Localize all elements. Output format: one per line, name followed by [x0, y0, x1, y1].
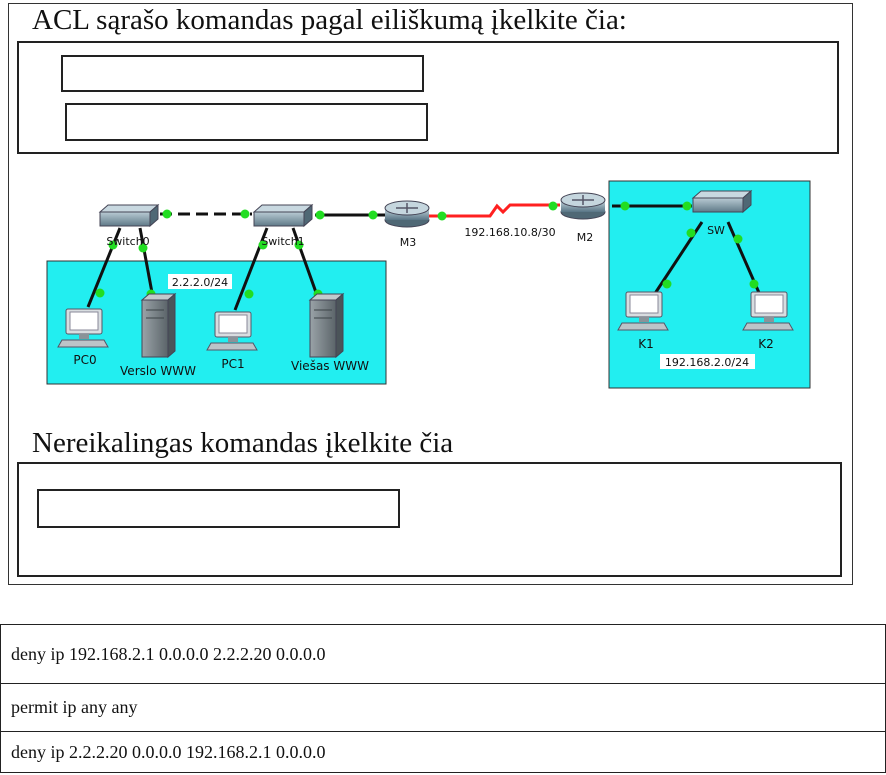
server-verslo-label: Verslo WWW: [120, 364, 196, 378]
right-lan-label-bg: [660, 354, 755, 369]
router-m2-label: M2: [577, 231, 594, 244]
left-lan-label: 2.2.2.0/24: [172, 276, 228, 289]
router-m3-label: M3: [400, 236, 417, 249]
serial-network-label: 192.168.10.8/30: [464, 226, 555, 239]
links: [86, 204, 762, 311]
switch-sw-icon: [691, 189, 753, 214]
server-verslo-icon: [140, 292, 177, 359]
right-lan-label: 192.168.2.0/24: [665, 356, 749, 369]
server-viesas-label: Viešas WWW: [291, 359, 369, 373]
k1-label: K1: [638, 337, 654, 351]
switch0-icon: [98, 203, 160, 228]
acl-slot-1[interactable]: [61, 55, 424, 92]
pc1-icon: [206, 311, 258, 351]
router-m3-icon: [384, 200, 430, 228]
link-dots: [95, 201, 759, 299]
unneeded-slot-1[interactable]: [37, 489, 400, 528]
switch1-icon: [252, 203, 314, 228]
serial-link: [428, 203, 560, 218]
switch0-label: Switch0: [106, 235, 149, 248]
pc0-icon: [57, 308, 109, 348]
command-option-2[interactable]: permit ip any any: [0, 683, 886, 732]
k1-icon: [617, 291, 669, 331]
exercise-frame: [8, 3, 853, 585]
router-m2-icon: [560, 192, 606, 220]
acl-panel-heading: ACL sąrašo komandas pagal eiliškumą įkel…: [32, 4, 627, 36]
pc1-label: PC1: [221, 357, 244, 371]
switch1-label: Switch1: [261, 235, 304, 248]
unneeded-panel-heading: Nereikalingas komandas įkelkite čia: [32, 427, 454, 459]
right-lan-area: [608, 180, 811, 389]
pc0-label: PC0: [73, 353, 96, 367]
k2-label: K2: [758, 337, 774, 351]
switch-sw-label: SW: [707, 224, 725, 237]
command-option-3[interactable]: deny ip 2.2.2.20 0.0.0.0 192.168.2.1 0.0…: [0, 731, 886, 773]
command-option-1[interactable]: deny ip 192.168.2.1 0.0.0.0 2.2.2.20 0.0…: [0, 624, 886, 684]
acl-slot-2[interactable]: [65, 103, 428, 141]
server-viesas-icon: [308, 292, 345, 359]
left-lan-label-bg: [168, 274, 232, 289]
k2-icon: [742, 291, 794, 331]
